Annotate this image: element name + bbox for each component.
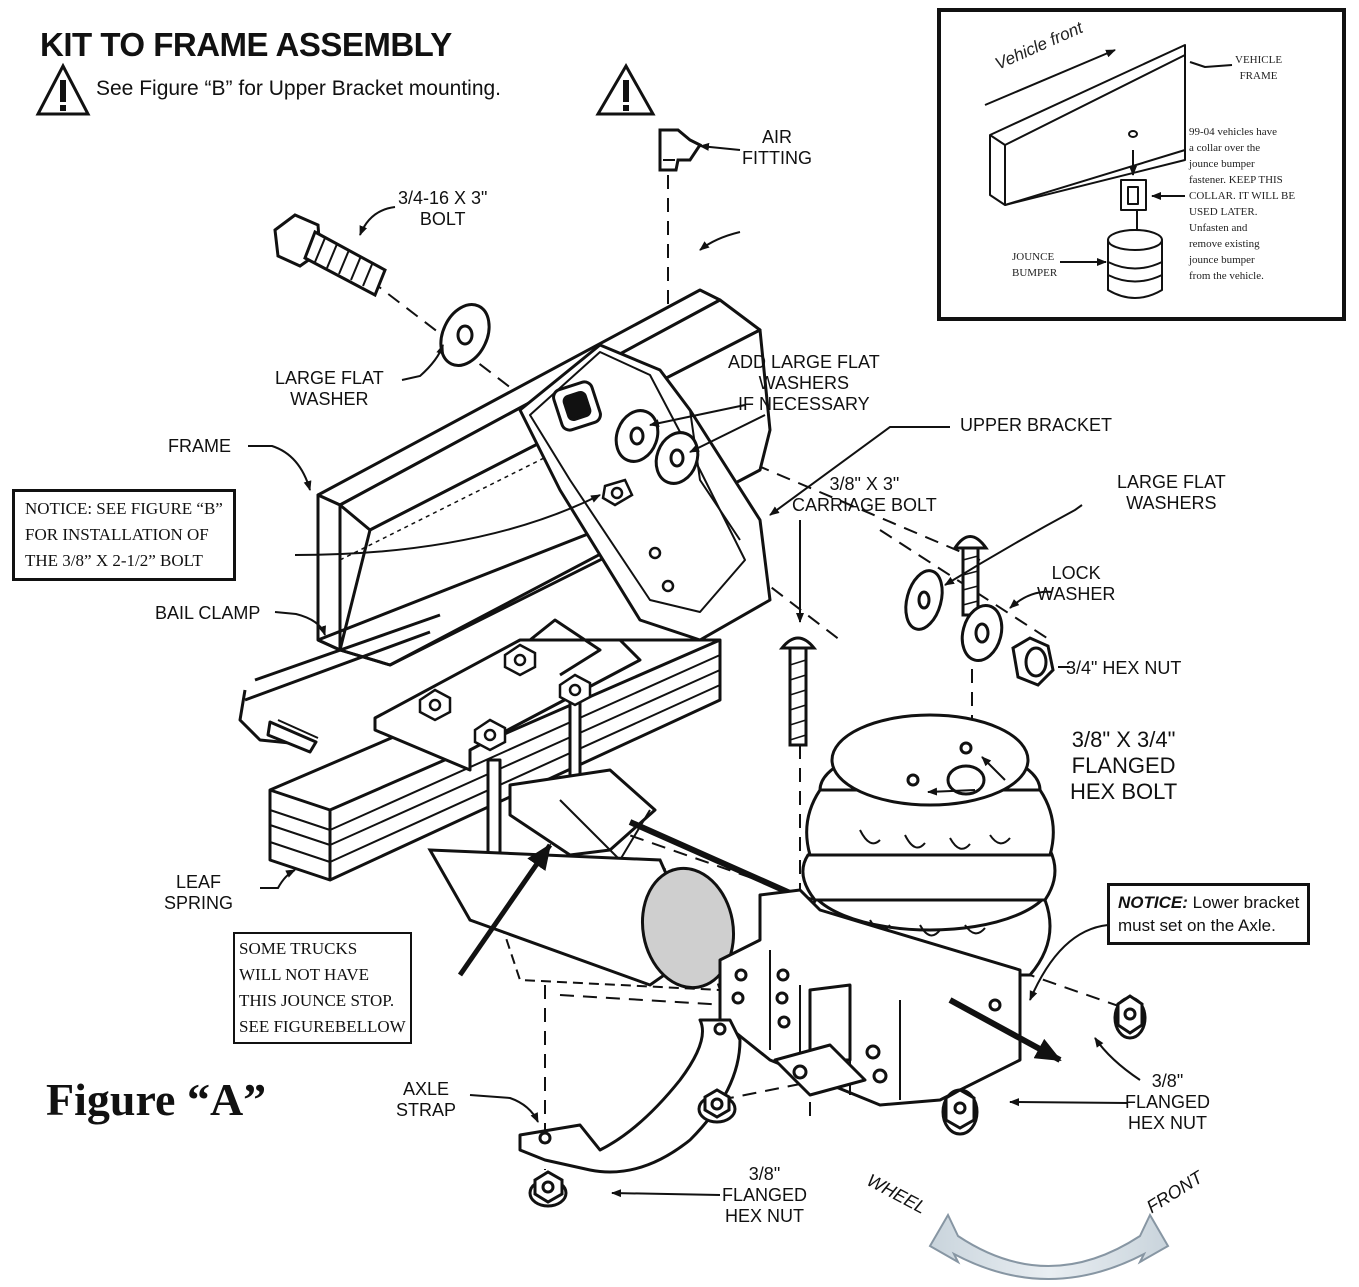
page-title: KIT TO FRAME ASSEMBLY xyxy=(40,26,452,63)
flanged-bolt-arrows xyxy=(927,756,1006,796)
jounce-stop xyxy=(508,768,657,861)
air-fitting xyxy=(658,128,703,172)
label-bolt-3-4-16: 3/4-16 X 3"BOLT xyxy=(398,188,488,229)
page-subtitle: See Figure “B” for Upper Bracket mountin… xyxy=(96,77,502,100)
bolt-3-4-16 xyxy=(273,213,387,298)
jounce-arrow xyxy=(457,843,553,977)
label-carriage-bolt: 3/8" X 3"CARRIAGE BOLT xyxy=(792,474,937,515)
warning-icon xyxy=(595,62,656,116)
wheel-front-direction-arrow xyxy=(928,1212,1170,1280)
label-frame: FRAME xyxy=(168,436,231,456)
upper-bracket xyxy=(518,343,772,642)
carriage-bolt-set xyxy=(904,535,1055,687)
axle-strap xyxy=(518,1018,742,1174)
bracket-bolt xyxy=(601,478,675,593)
figure-label: Figure “A” xyxy=(46,1074,267,1125)
u-bolt-nuts xyxy=(418,643,592,752)
leader-lines xyxy=(248,142,1141,1198)
flanged-hex-nuts xyxy=(528,994,1147,1208)
notice-figure-b: NOTICE: SEE FIGURE “B”FOR INSTALLATION O… xyxy=(12,489,236,581)
carriage-bolt-vertical xyxy=(778,636,818,747)
flat-washers-add xyxy=(614,409,700,485)
notice-lower-bracket: NOTICE: Lower bracket must set on the Ax… xyxy=(1107,883,1311,945)
inset-figure xyxy=(937,8,1346,321)
inset-frame-drawing xyxy=(984,44,1233,299)
large-flat-washer xyxy=(439,303,491,367)
warning-icon xyxy=(35,62,91,116)
label-hex-nut-3-4: 3/4" HEX NUT xyxy=(1066,658,1182,678)
label-bail-clamp: BAIL CLAMP xyxy=(155,603,261,623)
label-upper-bracket: UPPER BRACKET xyxy=(960,415,1113,435)
lower-bracket xyxy=(718,888,1062,1107)
